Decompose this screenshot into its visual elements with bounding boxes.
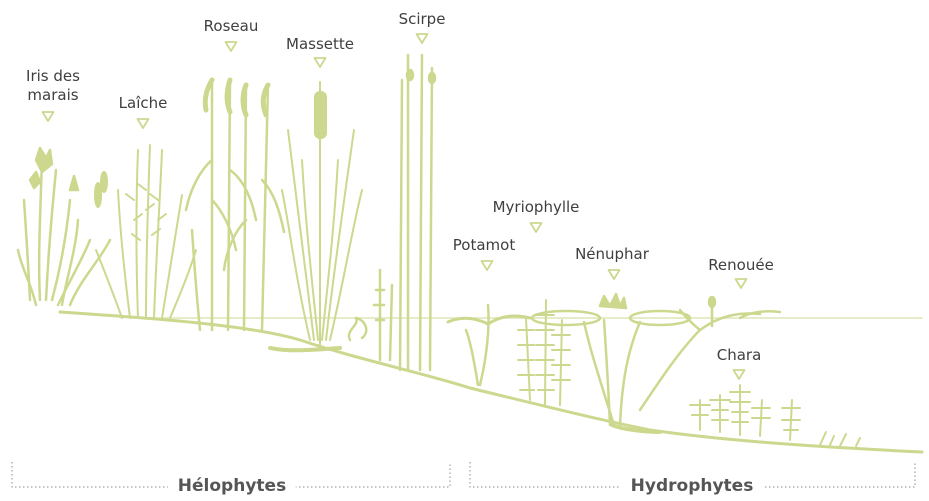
label-chara: Chara [717,346,762,365]
triangle-down-icon [735,278,748,289]
group-label-helophytes: Hélophytes [168,476,296,496]
label-roseau: Roseau [204,17,259,36]
label-renouee: Renouée [708,256,774,275]
triangle-down-icon [481,260,494,271]
label-laiche: Laîche [119,94,168,113]
label-iris: Iris des marais [26,67,80,105]
laiche-plant-icon [95,145,196,318]
label-massette: Massette [286,35,354,54]
scirpe-plant-icon [349,55,435,370]
label-iris-line2: marais [26,86,80,105]
triangle-down-icon [314,57,327,68]
triangle-down-icon [42,111,55,122]
label-scirpe: Scirpe [399,10,446,29]
triangle-down-icon [416,33,429,44]
label-iris-line1: Iris des [26,67,80,86]
triangle-down-icon [530,222,543,233]
roseau-plant-icon [186,80,284,330]
triangle-down-icon [137,118,150,129]
nenuphar-plant-icon [532,294,690,432]
triangle-down-icon [733,369,746,380]
triangle-down-icon [608,269,621,280]
label-myriophylle: Myriophylle [493,198,580,217]
triangle-down-icon [225,41,238,52]
label-potamot: Potamot [453,236,515,255]
label-nenuphar: Nénuphar [575,245,649,264]
iris-plant-icon [18,148,110,305]
massette-plant-icon [270,82,362,350]
group-label-hydrophytes: Hydrophytes [621,476,764,496]
